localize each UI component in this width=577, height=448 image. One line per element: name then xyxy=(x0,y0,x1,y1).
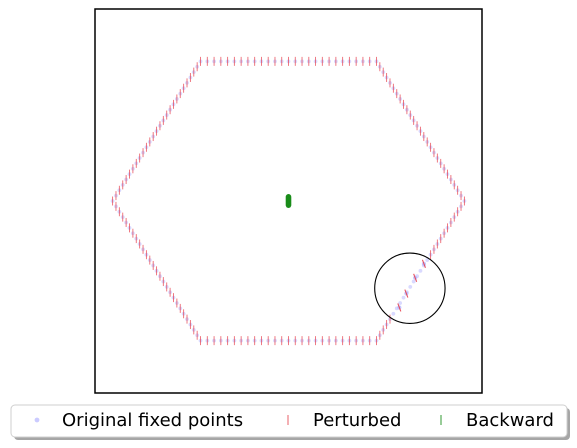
perturbation-region-circle xyxy=(374,252,446,324)
legend-backward-label: Backward xyxy=(466,410,554,431)
perturbed-point xyxy=(404,289,409,298)
original-fixed-point xyxy=(391,311,396,316)
legend-original-label: Original fixed points xyxy=(62,410,243,431)
plot-area xyxy=(94,8,483,394)
legend-original-marker xyxy=(34,417,40,423)
legend: Original fixed points Perturbed Backward xyxy=(10,404,570,440)
perturbed-point xyxy=(413,273,418,282)
perturbed-point xyxy=(421,259,426,269)
original-fixed-point xyxy=(408,285,413,289)
points-layer xyxy=(110,56,467,346)
perturbed-point xyxy=(397,303,402,312)
annotation-layer xyxy=(374,252,446,324)
backward-point-cluster xyxy=(285,194,292,208)
original-fixed-point xyxy=(425,258,430,262)
original-fixed-point xyxy=(411,279,416,284)
legend-box xyxy=(10,404,568,438)
original-fixed-point xyxy=(418,268,423,273)
legend-perturbed-label: Perturbed xyxy=(313,410,401,431)
original-fixed-point xyxy=(401,295,406,300)
original-fixed-point xyxy=(398,301,403,305)
